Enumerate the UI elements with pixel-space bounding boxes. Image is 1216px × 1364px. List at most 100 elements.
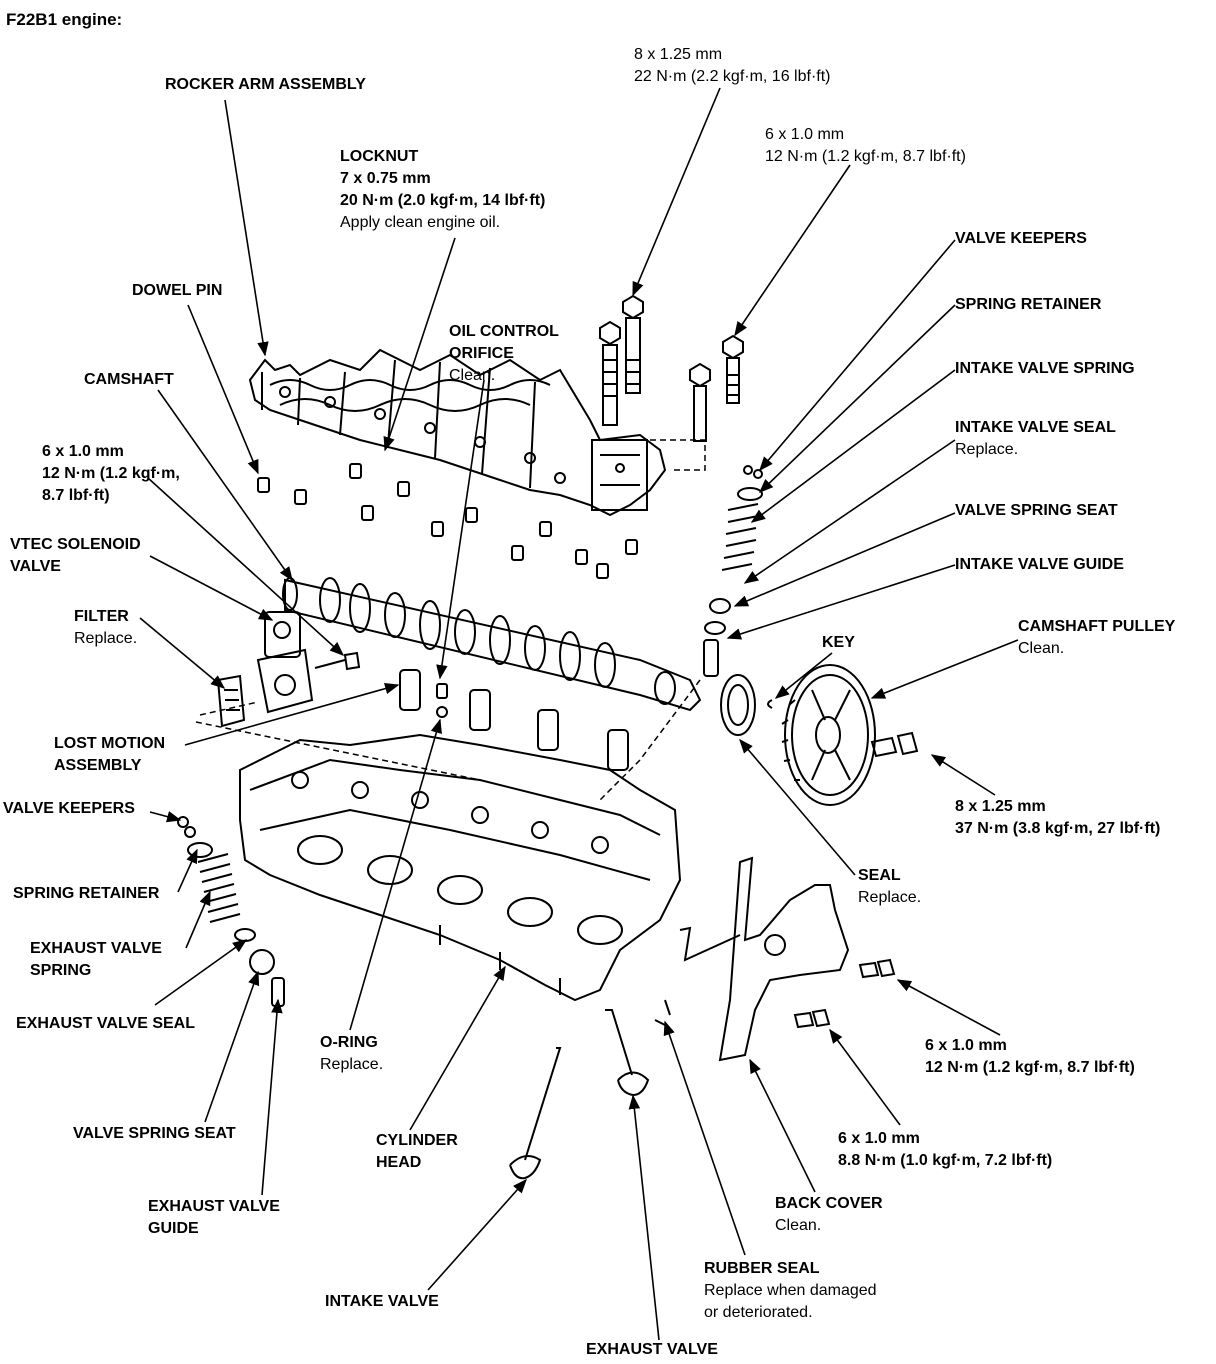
label-valve-keepers-right: VALVE KEEPERS	[955, 228, 1087, 250]
label-bolt-6x10-top: 6 x 1.0 mm 12 N·m (1.2 kgf·m, 8.7 lbf·ft…	[765, 124, 966, 168]
dowel-pins-drawing	[257, 463, 638, 579]
label-exhaust-valve-guide: EXHAUST VALVE GUIDE	[148, 1196, 280, 1240]
dowel-pin-text: DOWEL PIN	[132, 282, 223, 299]
filter-note: Replace.	[74, 630, 138, 647]
rubber-seal-note: Replace when damaged	[704, 1282, 877, 1299]
label-intake-valve-guide: INTAKE VALVE GUIDE	[955, 554, 1124, 576]
label-locknut: LOCKNUT 7 x 0.75 mm 20 N·m (2.0 kgf·m, 1…	[340, 146, 545, 234]
vtec-solenoid-drawing	[195, 611, 481, 781]
spring-text: SPRING	[30, 962, 92, 979]
rubber-seal-text: RUBBER SEAL	[704, 1260, 820, 1277]
intake-valve-stack-drawing	[599, 465, 763, 801]
bolt-size-text: 8 x 1.25 mm	[955, 798, 1046, 815]
label-valve-keepers-left: VALVE KEEPERS	[3, 798, 135, 820]
exhaust-valve-text: EXHAUST VALVE	[30, 940, 162, 957]
bolt-torque-text: 12 N·m (1.2 kgf·m, 8.7 lbf·ft)	[925, 1059, 1135, 1076]
exhaust-valve-text: EXHAUST VALVE	[586, 1341, 718, 1358]
label-oil-control-orifice: OIL CONTROL ORIFICE Clean.	[449, 321, 559, 387]
label-lost-motion-assembly: LOST MOTION ASSEMBLY	[54, 733, 165, 777]
bolt-torque-text: 8.8 N·m (1.0 kgf·m, 7.2 lbf·ft)	[838, 1152, 1053, 1169]
valve-spring-seat-text: VALVE SPRING SEAT	[955, 502, 1118, 519]
label-bolt-8x125-top: 8 x 1.25 mm 22 N·m (2.2 kgf·m, 16 lbf·ft…	[634, 44, 831, 88]
exhaust-valve-seal-text: EXHAUST VALVE SEAL	[16, 1015, 195, 1032]
label-o-ring: O-RING Replace.	[320, 1032, 383, 1076]
vtec-solenoid-text: VTEC SOLENOID	[10, 536, 141, 553]
intake-valve-guide-text: INTAKE VALVE GUIDE	[955, 556, 1124, 573]
label-filter: FILTER Replace.	[74, 606, 137, 650]
label-bolt-6x10-left: 6 x 1.0 mm 12 N·m (1.2 kgf·m, 8.7 lbf·ft…	[42, 441, 180, 507]
bolt-size-text: 6 x 1.0 mm	[838, 1130, 920, 1147]
label-back-cover: BACK COVER Clean.	[775, 1193, 883, 1237]
filter-text: FILTER	[74, 608, 129, 625]
bolt-size-text: 6 x 1.0 mm	[925, 1037, 1007, 1054]
locknut-size-text: 7 x 0.75 mm	[340, 170, 431, 187]
back-cover-note: Clean.	[775, 1217, 822, 1234]
intake-valve-text: INTAKE VALVE	[325, 1293, 439, 1310]
intake-valve-seal-note: Replace.	[955, 441, 1019, 458]
o-ring-text: O-RING	[320, 1034, 378, 1051]
camshaft-pulley-note: Clean.	[1018, 640, 1065, 657]
seal-note: Replace.	[858, 889, 922, 906]
label-exhaust-valve-seal: EXHAUST VALVE SEAL	[16, 1013, 195, 1035]
label-valve-spring-seat-left: VALVE SPRING SEAT	[73, 1123, 236, 1145]
cylinder-text: CYLINDER	[376, 1132, 458, 1149]
rubber-seal-note-2: or deteriorated.	[704, 1304, 813, 1321]
bolt-torque-text: 22 N·m (2.2 kgf·m, 16 lbf·ft)	[634, 68, 831, 85]
lost-motion-text: LOST MOTION	[54, 735, 166, 752]
bolt-torque-text: 12 N·m (1.2 kgf·m,	[42, 465, 180, 482]
label-camshaft: CAMSHAFT	[84, 369, 174, 391]
valve-spring-seat-text: VALVE SPRING SEAT	[73, 1125, 236, 1142]
diagram-title: F22B1 engine:	[6, 10, 123, 29]
oil-control-text: OIL CONTROL	[449, 323, 559, 340]
locknut-torque-text: 20 N·m (2.0 kgf·m, 14 lbf·ft)	[340, 192, 546, 209]
intake-valve-seal-text: INTAKE VALVE SEAL	[955, 419, 1116, 436]
label-exhaust-valve-spring: EXHAUST VALVE SPRING	[30, 938, 162, 982]
label-bolt-6x10-right: 6 x 1.0 mm 12 N·m (1.2 kgf·m, 8.7 lbf·ft…	[925, 1035, 1135, 1079]
bolt-torque-text: 12 N·m (1.2 kgf·m, 8.7 lbf·ft)	[765, 148, 966, 165]
rocker-arm-assembly-text: ROCKER ARM ASSEMBLY	[165, 76, 366, 93]
cylinder-head-drawing	[239, 733, 682, 1002]
label-rubber-seal: RUBBER SEAL Replace when damaged or dete…	[704, 1258, 877, 1324]
back-cover-drawing	[654, 856, 896, 1062]
bolt-size-text: 8 x 1.25 mm	[634, 46, 723, 63]
o-ring-note: Replace.	[320, 1056, 384, 1073]
bolt-torque-text-2: 8.7 lbf·ft)	[42, 487, 110, 504]
camshaft-drawing	[282, 577, 702, 712]
camshaft-pulley-drawing	[720, 664, 919, 806]
locknut-note-text: Apply clean engine oil.	[340, 214, 501, 231]
back-cover-text: BACK COVER	[775, 1195, 883, 1212]
label-exhaust-valve: EXHAUST VALVE	[586, 1339, 718, 1361]
key-text: KEY	[822, 634, 855, 651]
top-bolts-drawing	[599, 294, 744, 442]
head-text: HEAD	[376, 1154, 422, 1171]
label-valve-spring-seat-right: VALVE SPRING SEAT	[955, 500, 1118, 522]
bolt-size-text: 6 x 1.0 mm	[765, 126, 845, 143]
label-intake-valve-seal: INTAKE VALVE SEAL Replace.	[955, 417, 1116, 461]
label-vtec-solenoid-valve: VTEC SOLENOID VALVE	[10, 534, 141, 578]
label-cylinder-head: CYLINDER HEAD	[376, 1130, 458, 1174]
spring-retainer-text: SPRING RETAINER	[13, 885, 160, 902]
bolt-size-text: 6 x 1.0 mm	[42, 443, 124, 460]
oil-control-orifice-note: Clean.	[449, 367, 496, 384]
lost-motion-drawing	[399, 669, 629, 771]
bolt-torque-text: 37 N·m (3.8 kgf·m, 27 lbf·ft)	[955, 820, 1161, 837]
spring-retainer-text: SPRING RETAINER	[955, 296, 1102, 313]
label-bolt-6x10-cover: 6 x 1.0 mm 8.8 N·m (1.0 kgf·m, 7.2 lbf·f…	[838, 1128, 1052, 1172]
label-seal: SEAL Replace.	[858, 865, 921, 909]
label-camshaft-pulley: CAMSHAFT PULLEY Clean.	[1018, 616, 1175, 660]
valves-drawing	[509, 1009, 650, 1180]
label-rocker-arm-assembly: ROCKER ARM ASSEMBLY	[165, 74, 366, 96]
camshaft-text: CAMSHAFT	[84, 371, 174, 388]
assembly-text: ASSEMBLY	[54, 757, 142, 774]
label-dowel-pin: DOWEL PIN	[132, 280, 222, 302]
label-intake-valve: INTAKE VALVE	[325, 1291, 439, 1313]
label-intake-valve-spring: INTAKE VALVE SPRING	[955, 358, 1135, 380]
label-spring-retainer-right: SPRING RETAINER	[955, 294, 1101, 316]
label-spring-retainer-left: SPRING RETAINER	[13, 883, 159, 905]
label-key: KEY	[822, 632, 855, 654]
vtec-valve-text: VALVE	[10, 558, 61, 575]
guide-text: GUIDE	[148, 1220, 199, 1237]
orifice-text: ORIFICE	[449, 345, 514, 362]
